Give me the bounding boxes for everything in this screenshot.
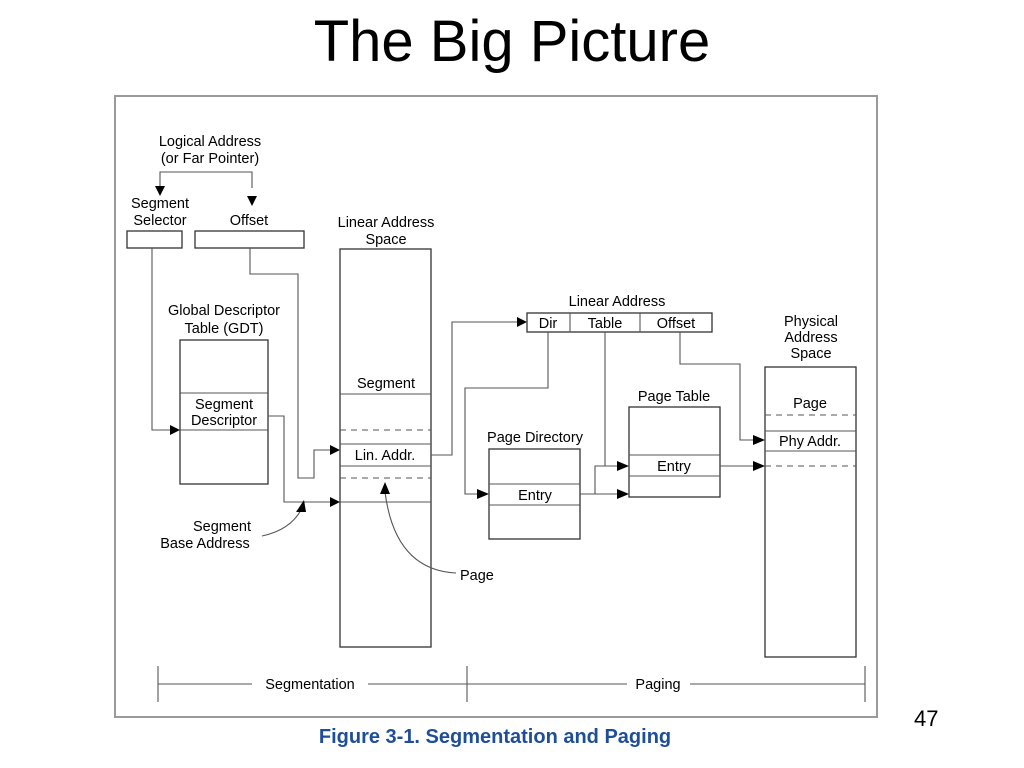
linear-page-label: Page (460, 568, 494, 584)
phy-addr-arrow (753, 435, 765, 445)
page-pointer-curve (384, 491, 457, 574)
logical-address-label-line2: (or Far Pointer) (161, 151, 259, 167)
figure-frame (114, 95, 878, 718)
offset-label: Offset (230, 213, 268, 229)
page-pointer-arrow (380, 482, 390, 494)
segment-base-address-line1: Segment (193, 519, 251, 535)
dir-to-page-directory-line (464, 332, 549, 495)
table-field: Table (588, 316, 623, 332)
selector-to-descriptor-arrow (170, 425, 180, 435)
page-table-title: Page Table (638, 389, 710, 405)
phy-addr-label: Phy Addr. (779, 434, 841, 450)
segment-selector-box (126, 230, 183, 249)
gdt-title-line2: Table (GDT) (185, 321, 264, 337)
page-table-base-arrow (617, 489, 629, 499)
linear-address-title: Linear Address (569, 294, 666, 310)
page-directory-title: Page Directory (487, 430, 584, 446)
base-address-arrow (330, 497, 340, 507)
lin-addr-label: Lin. Addr. (355, 448, 415, 464)
offset-field: Offset (657, 316, 695, 332)
physical-page-arrow (753, 461, 765, 471)
arrow-to-segment-selector (155, 186, 165, 196)
segment-base-address-curve (261, 509, 302, 537)
segment-base-address-arrow (296, 500, 306, 512)
figure-caption: Figure 3-1. Segmentation and Paging (318, 726, 672, 748)
segment-descriptor-label-line2: Descriptor (191, 413, 257, 429)
table-to-page-table-line (604, 332, 617, 467)
physical-space-title-line3: Space (790, 346, 831, 362)
offset-to-physical-line (679, 332, 753, 441)
page-directory-entry-label: Entry (518, 488, 553, 504)
lin-addr-to-linear-address-line (431, 321, 517, 456)
logical-address-bracket (159, 171, 253, 188)
slide-title: The Big Picture (313, 9, 711, 74)
segment-base-address-line2: Base Address (160, 536, 249, 552)
physical-space-title-line2: Address (784, 330, 837, 346)
lin-addr-arrow (330, 445, 340, 455)
page-table (628, 406, 721, 498)
linear-address-fields (526, 312, 713, 333)
linear-address-arrow (517, 317, 527, 327)
linear-address-space-title-line2: Space (365, 232, 406, 248)
physical-space-title-line1: Physical (784, 314, 838, 330)
page-table-entry-arrow (617, 461, 629, 471)
segment-selector-label-line2: Selector (133, 213, 186, 229)
slide-page-number: 47 (914, 706, 939, 731)
dir-field: Dir (539, 316, 558, 332)
paging-axis-label: Paging (635, 677, 680, 693)
page-directory-entry-arrow (477, 489, 489, 499)
gdt-title-line1: Global Descriptor (168, 303, 280, 319)
offset-box (194, 230, 305, 249)
linear-address-space-column (339, 248, 432, 648)
directory-to-page-table-line (580, 465, 617, 495)
logical-address-label-line1: Logical Address (159, 134, 261, 150)
descriptor-base-line (268, 415, 330, 503)
segmentation-axis-label: Segmentation (265, 677, 354, 693)
arrow-to-offset (247, 196, 257, 206)
page-directory-table (488, 448, 581, 540)
offset-to-linear-line (249, 248, 330, 479)
segment-descriptor-label-line1: Segment (195, 397, 253, 413)
gdt-table (179, 339, 269, 485)
physical-page-label: Page (793, 396, 827, 412)
selector-to-descriptor-line (151, 248, 170, 431)
segment-selector-label-line1: Segment (131, 196, 189, 212)
linear-segment-label: Segment (357, 376, 415, 392)
page-table-entry-label: Entry (657, 459, 692, 475)
linear-address-space-title-line1: Linear Address (338, 215, 435, 231)
